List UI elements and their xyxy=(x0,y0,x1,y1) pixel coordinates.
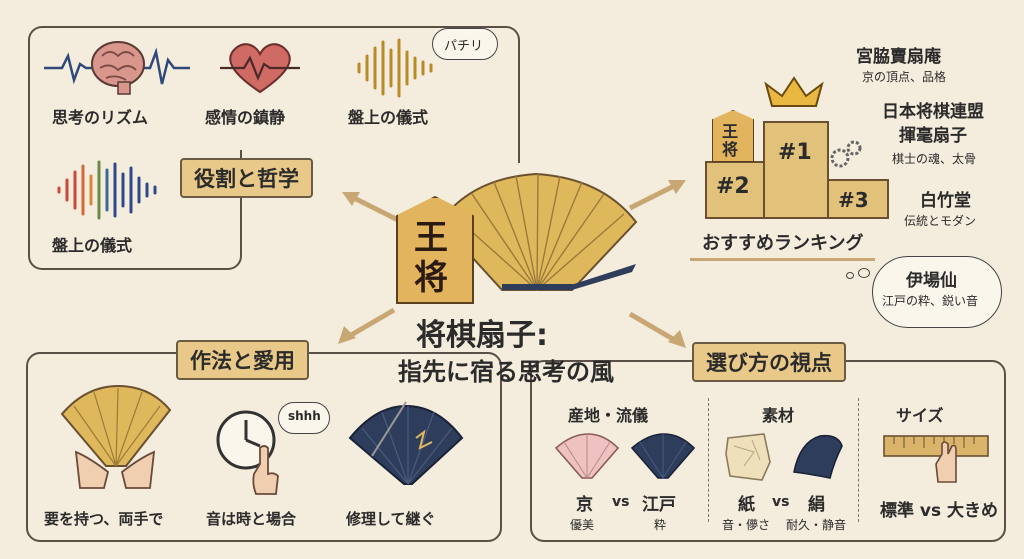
shhh-bubble xyxy=(278,402,330,434)
choose-heading: 選び方の視点 xyxy=(692,342,846,382)
brain-icon xyxy=(44,41,190,95)
etiquette-item-sound: 音は時と場合 xyxy=(206,510,297,528)
rank-entry-miyawaki-desc: 京の頂点、品格 xyxy=(862,70,947,84)
page-subtitle: 指先に宿る思考の風 xyxy=(398,358,614,386)
rank-entry-hakuchikudo-desc: 伝統とモダン xyxy=(904,214,977,228)
king-koma xyxy=(396,196,474,304)
material-silk: 絹 xyxy=(808,495,825,515)
material-vs: vs xyxy=(772,494,790,510)
pachiri-text: パチリ xyxy=(444,39,484,54)
arrow-to-choose xyxy=(628,311,686,348)
roles-heading: 役割と哲学 xyxy=(180,158,313,198)
role-item-calm: 感情の鎮静 xyxy=(205,108,286,127)
rank-entry-hakuchikudo: 白竹堂 xyxy=(920,191,971,211)
size-title: サイズ xyxy=(896,406,944,425)
origin-edo-sub: 粋 xyxy=(654,518,667,532)
navy-fan-icon xyxy=(630,433,696,479)
origin-kyo: 京 xyxy=(576,495,593,515)
origin-kyo-sub: 優美 xyxy=(570,518,595,532)
shhh-text: shhh xyxy=(288,409,321,423)
podium-rank-3: #3 xyxy=(838,188,869,212)
etiquette-heading: 作法と愛用 xyxy=(176,340,309,380)
choose-divider-1 xyxy=(708,398,709,522)
king-koma-bottom: 将 xyxy=(414,258,448,298)
paper-icon xyxy=(725,433,771,481)
roles-panel xyxy=(28,26,520,163)
pink-fan-icon xyxy=(554,433,620,479)
size-text: 標準 vs 大きめ xyxy=(880,501,999,521)
ruler-hand-icon xyxy=(883,435,989,483)
ranking-heading: おすすめランキング xyxy=(690,226,876,261)
material-paper-sub: 音・儚さ xyxy=(722,518,771,532)
podium-icon xyxy=(705,76,889,219)
silk-icon xyxy=(793,434,843,479)
material-paper: 紙 xyxy=(738,495,755,515)
page-title: 将棋扇子: xyxy=(416,318,548,353)
choose-divider-2 xyxy=(858,398,859,522)
role-item-rhythm: 思考のリズム xyxy=(52,108,149,127)
arrow-to-ranking xyxy=(628,180,686,211)
golden-fan-icon xyxy=(438,172,638,291)
clock-icon xyxy=(216,410,279,495)
arrow-to-etiquette xyxy=(338,307,396,344)
hands-fan-icon xyxy=(60,384,172,489)
rank-entry-ibasen: 伊場仙 xyxy=(906,271,957,291)
cloud-tail-2 xyxy=(846,272,854,279)
rank-entry-ibasen-desc: 江戸の粋、鋭い音 xyxy=(882,294,979,308)
role-item-ritual-2: 盤上の儀式 xyxy=(52,236,133,255)
podium-rank-2: #2 xyxy=(716,174,750,199)
origin-edo: 江戸 xyxy=(642,495,676,515)
role-item-ritual-1: 盤上の儀式 xyxy=(348,108,429,127)
etiquette-item-repair: 修理して継ぐ xyxy=(346,510,436,528)
rank-entry-renmei: 日本将棋連盟 揮毫扇子 xyxy=(882,102,984,146)
origin-title: 産地・流儀 xyxy=(568,406,649,425)
color-sound-wave-icon xyxy=(57,160,157,220)
heart-icon xyxy=(220,43,300,94)
etiquette-item-hold: 要を持つ、両手で xyxy=(44,510,164,528)
ranking-koma xyxy=(712,110,754,162)
rank-entry-miyawaki: 宮脇賣扇庵 xyxy=(856,47,941,67)
sound-wave-icon xyxy=(357,38,433,98)
material-silk-sub: 耐久・静音 xyxy=(786,518,847,532)
arrow-to-roles xyxy=(342,192,400,223)
origin-vs: vs xyxy=(612,494,630,510)
rank-entry-renmei-desc: 棋士の魂、太骨 xyxy=(892,152,977,166)
roles-panel-lower xyxy=(28,150,242,270)
cloud-tail-1 xyxy=(858,268,870,278)
podium-rank-1: #1 xyxy=(778,140,812,165)
pachiri-bubble xyxy=(432,28,498,60)
material-title: 素材 xyxy=(762,406,795,425)
ranking-koma-top: 王 xyxy=(722,122,739,141)
repair-fan-icon xyxy=(348,401,464,485)
ibasen-cloud xyxy=(872,256,1002,328)
king-koma-top: 王 xyxy=(414,218,448,258)
ranking-koma-bottom: 将 xyxy=(722,140,739,159)
